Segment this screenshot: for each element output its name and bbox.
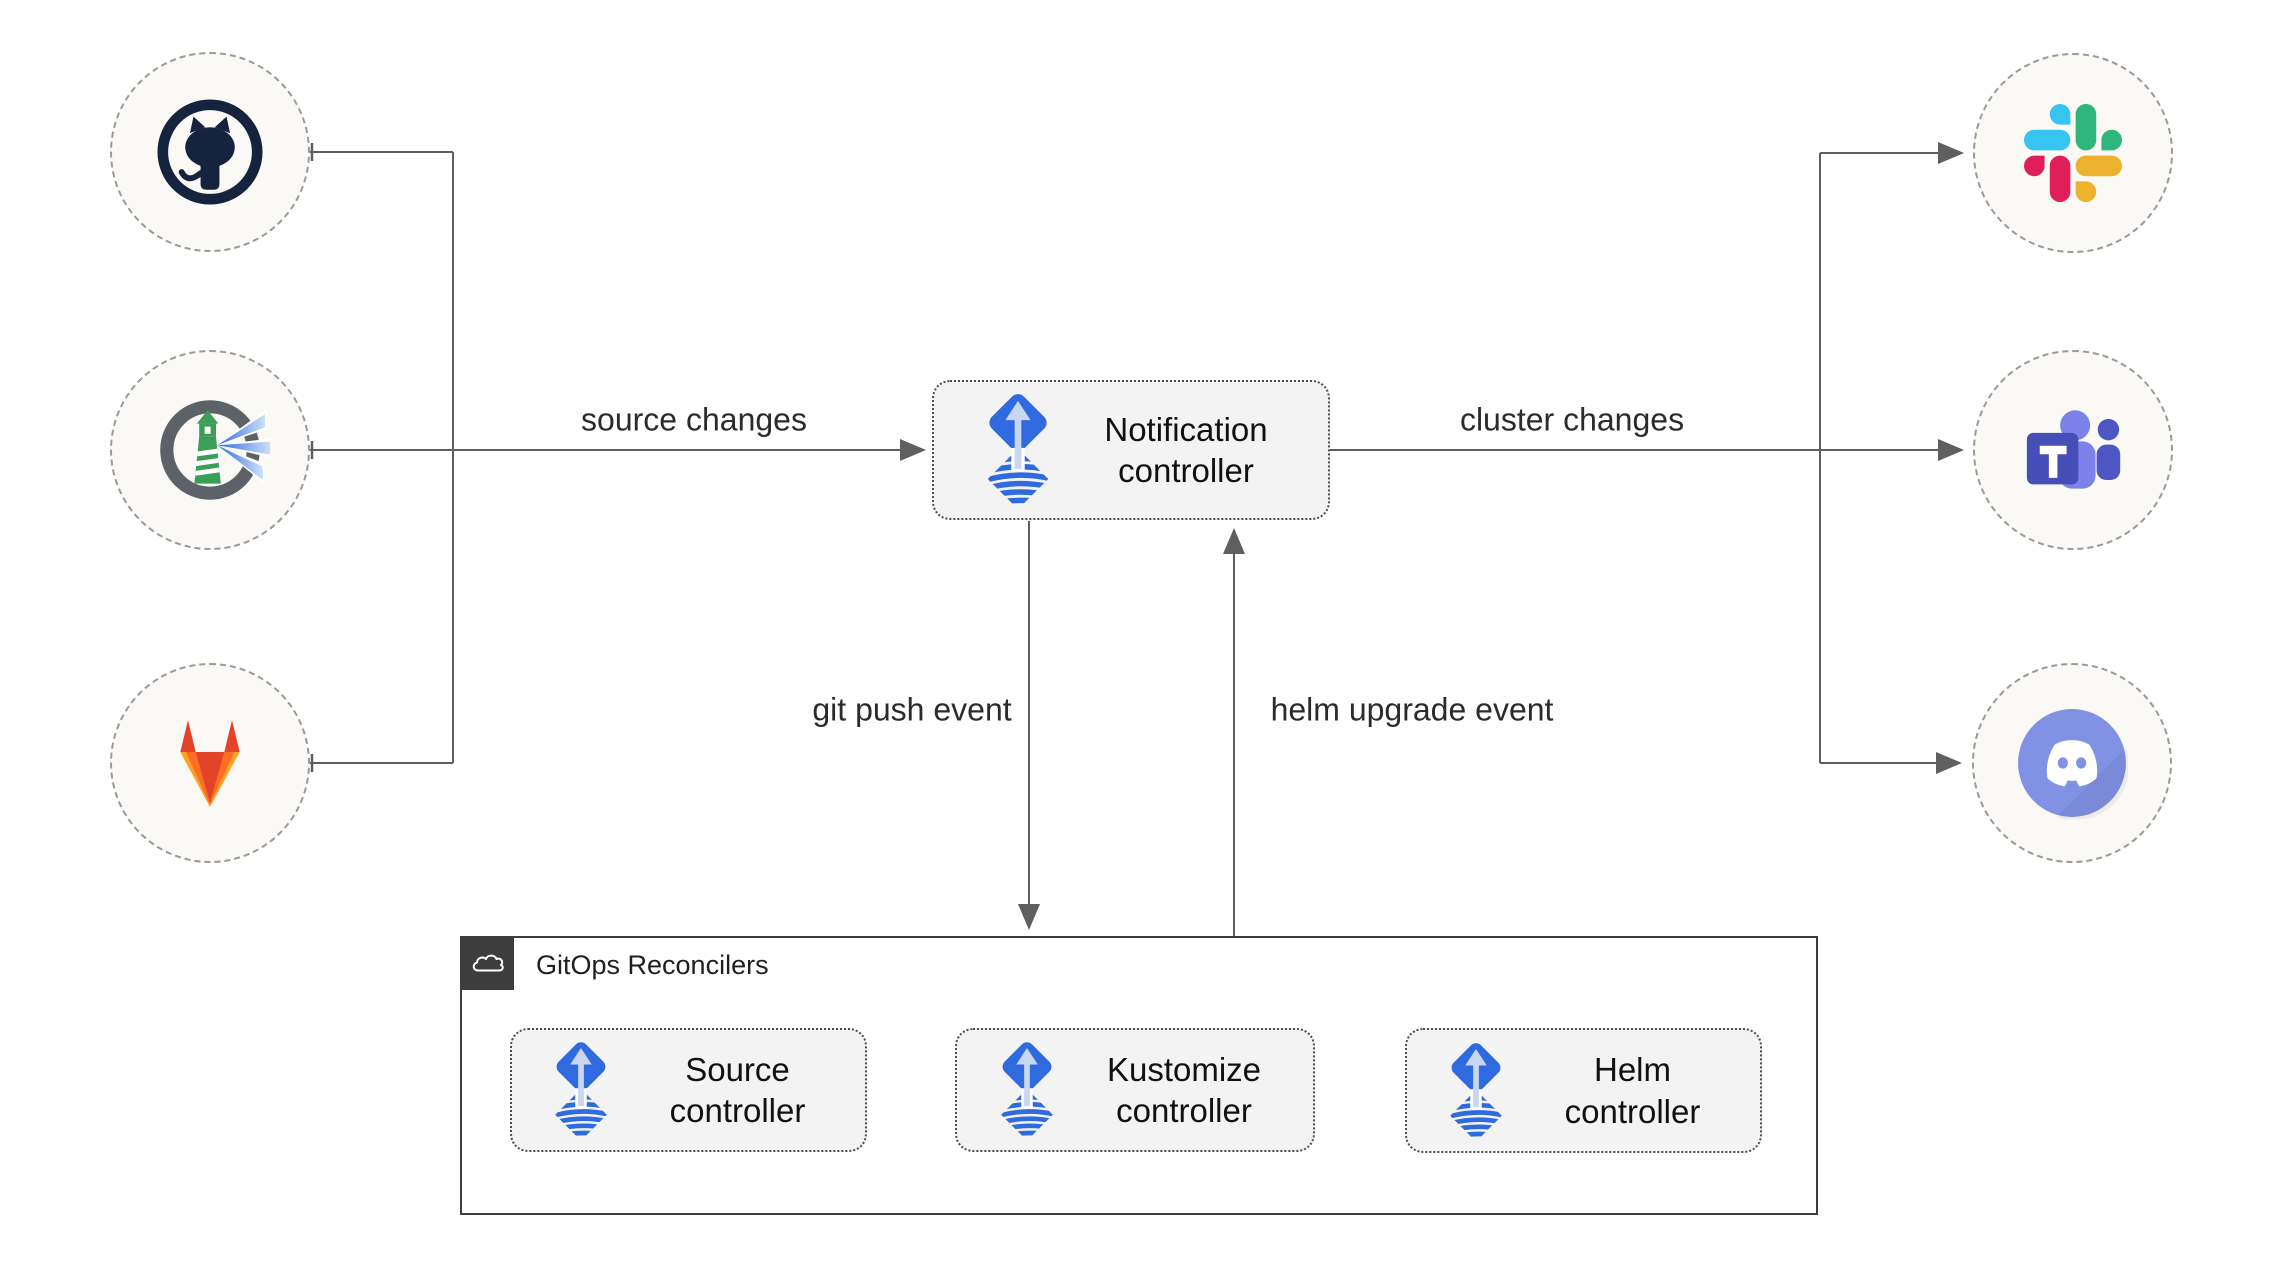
node-slack bbox=[1973, 53, 2173, 253]
harbor-icon bbox=[160, 400, 270, 500]
node-harbor bbox=[110, 350, 310, 550]
slack-icon bbox=[2024, 104, 2122, 202]
node-notification-controller: Notification controller bbox=[932, 380, 1330, 520]
node-gitlab bbox=[110, 663, 310, 863]
notification-controller-label: Notification controller bbox=[1104, 410, 1268, 489]
edge-label-helm-upgrade-event: helm upgrade event bbox=[1270, 691, 1554, 728]
node-discord bbox=[1972, 663, 2172, 863]
edge-label-cluster-changes: cluster changes bbox=[1459, 401, 1685, 438]
flux-icon bbox=[991, 1038, 1063, 1142]
node-helm-controller: Helm controller bbox=[1405, 1028, 1762, 1153]
container-title: GitOps Reconcilers bbox=[536, 950, 769, 980]
node-kustomize-controller: Kustomize controller bbox=[955, 1028, 1315, 1152]
kustomize-controller-label: Kustomize controller bbox=[1106, 1050, 1262, 1129]
teams-icon bbox=[2026, 410, 2121, 489]
flux-icon bbox=[545, 1038, 617, 1142]
edge-label-git-push-event: git push event bbox=[812, 691, 1012, 728]
edge-label-source-changes: source changes bbox=[581, 401, 807, 438]
node-github bbox=[110, 52, 310, 252]
flux-icon bbox=[1440, 1039, 1512, 1143]
gitlab-icon bbox=[180, 720, 240, 807]
cloud-icon bbox=[460, 936, 514, 990]
source-controller-label: Source controller bbox=[669, 1050, 806, 1129]
helm-controller-label: Helm controller bbox=[1564, 1051, 1701, 1130]
node-source-controller: Source controller bbox=[510, 1028, 867, 1152]
node-microsoft-teams bbox=[1973, 350, 2173, 550]
discord-icon bbox=[2018, 709, 2128, 819]
github-icon bbox=[157, 99, 263, 205]
flux-icon bbox=[976, 389, 1060, 511]
